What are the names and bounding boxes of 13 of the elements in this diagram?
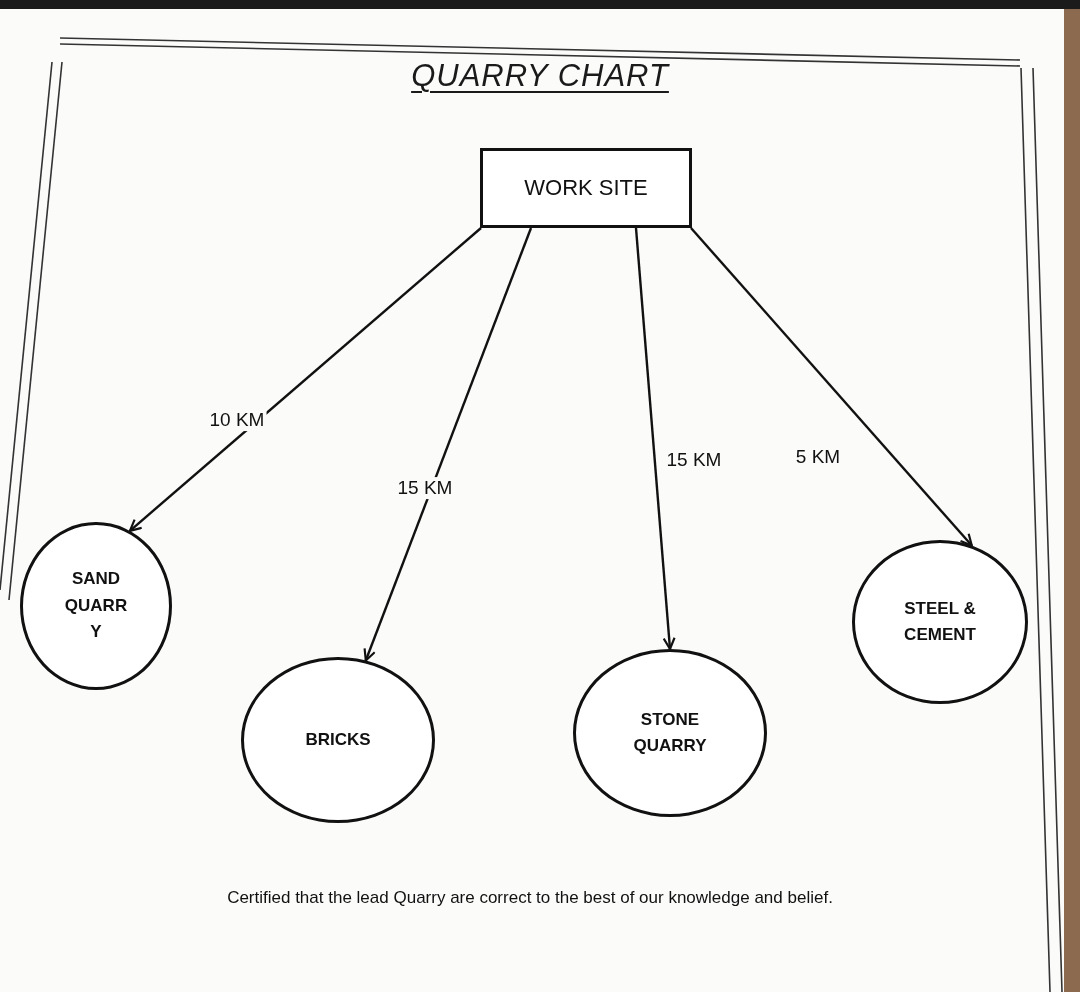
edge-label: 10 KM (207, 409, 267, 431)
node-label: BRICKS (305, 728, 371, 751)
arrow (634, 227, 676, 651)
node-label: SAND QUARR Y (63, 568, 129, 644)
arrow (363, 227, 533, 662)
node-label: WORK SITE (524, 173, 648, 202)
chart-title: QUARRY CHART (411, 58, 669, 94)
certification-note: Certified that the lead Quarry are correct to the best of our knowledge and belief. (226, 888, 834, 908)
node-label: STEEL & CEMENT (903, 597, 977, 646)
node-label: STONE QUARRY (632, 708, 708, 757)
arrow (128, 227, 482, 532)
arrow (690, 227, 973, 547)
process-box (480, 148, 692, 228)
